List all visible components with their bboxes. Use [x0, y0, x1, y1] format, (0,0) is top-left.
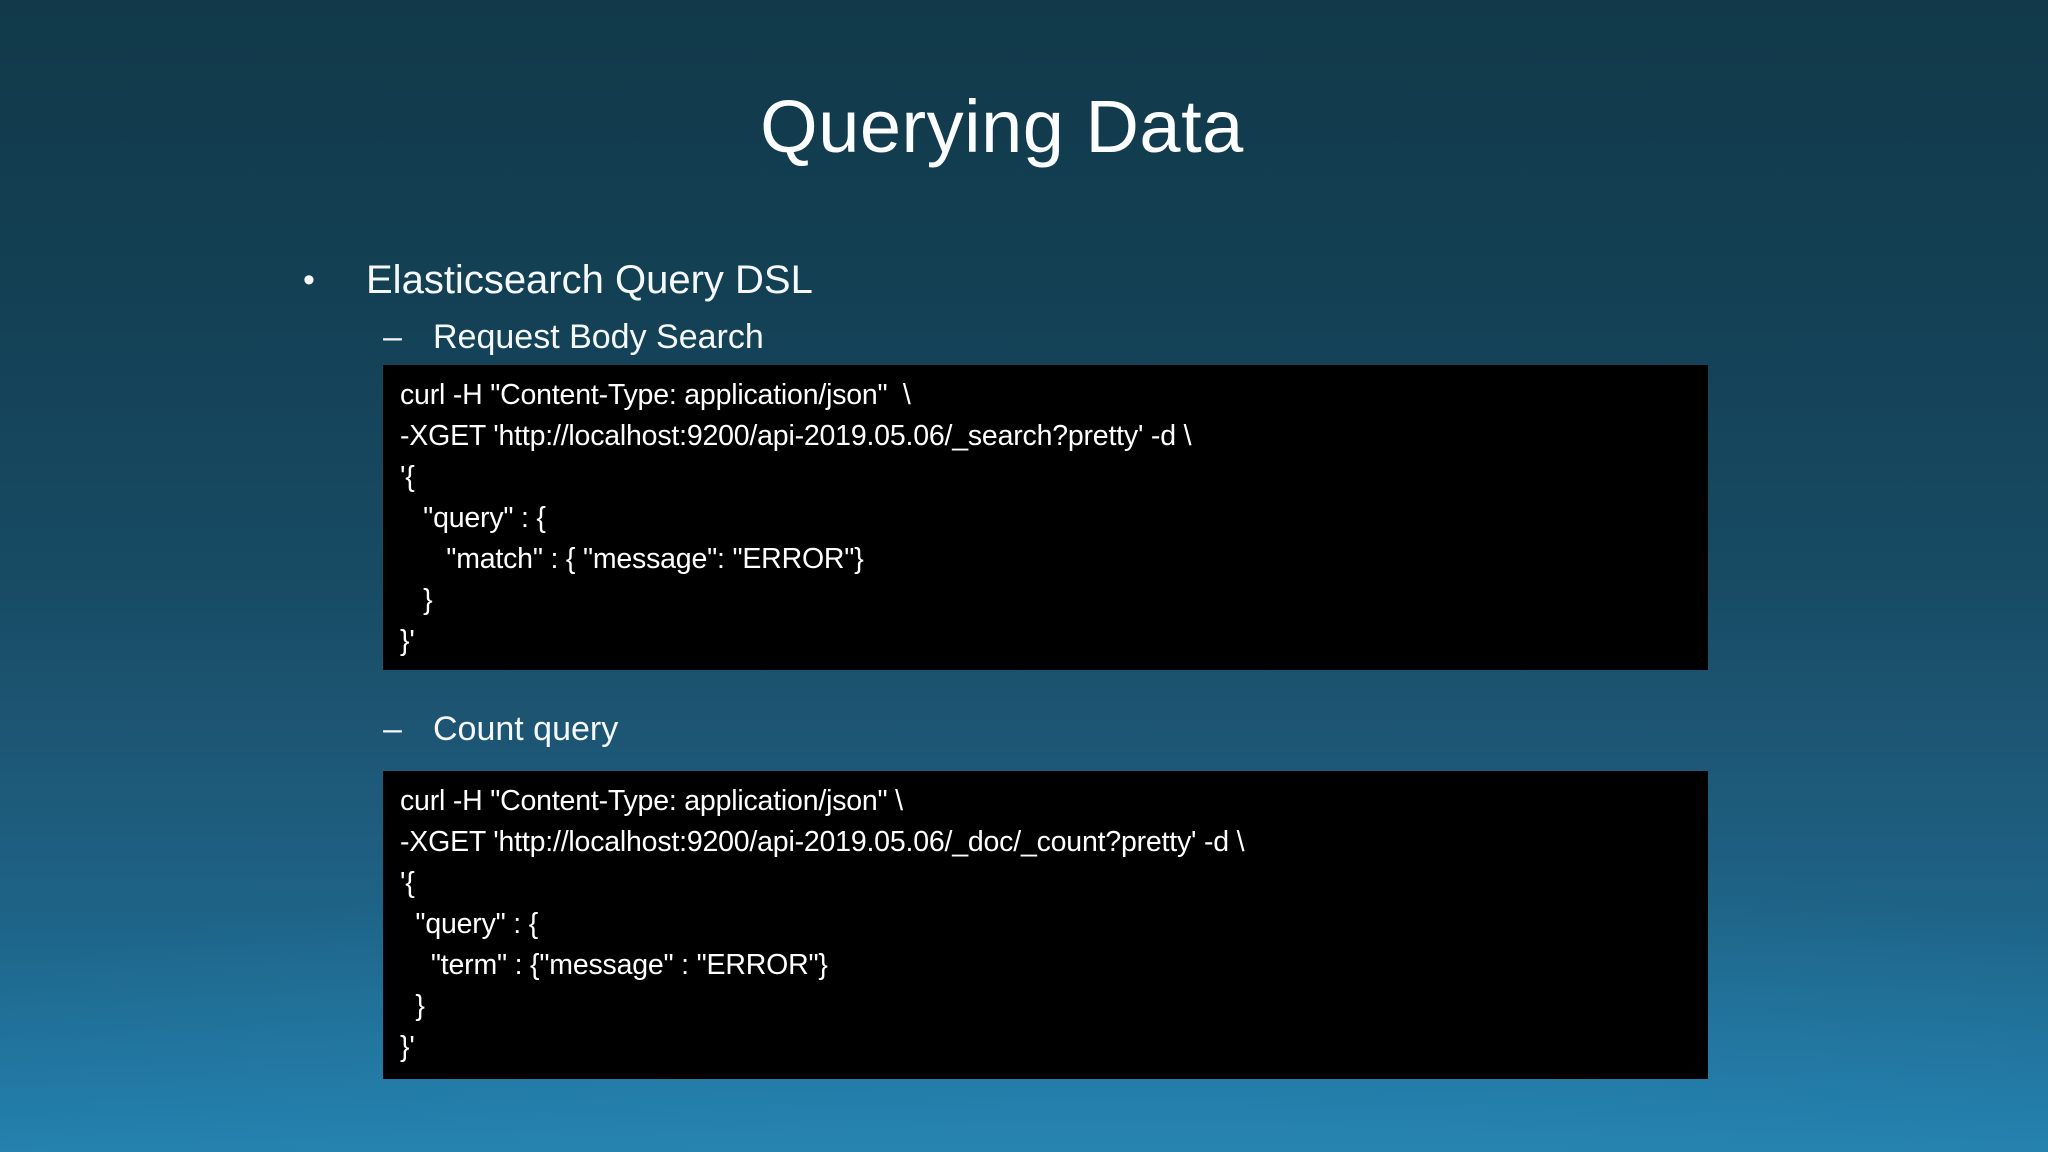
bullet-marker-icon: •: [303, 261, 315, 299]
dash-marker-icon: –: [383, 318, 402, 356]
code-block-request-body-search: curl -H "Content-Type: application/json"…: [383, 365, 1708, 670]
code-block-count-query: curl -H "Content-Type: application/json"…: [383, 771, 1708, 1079]
bullet-elasticsearch-query-dsl: • Elasticsearch Query DSL: [303, 256, 813, 304]
sub-bullet-label: Count query: [433, 710, 619, 748]
bullet-text: Elasticsearch Query DSL: [366, 258, 813, 302]
sub-bullet-count-query: – Count query: [383, 708, 618, 750]
sub-bullet-label: Request Body Search: [433, 318, 764, 356]
sub-bullet-request-body-search: – Request Body Search: [383, 316, 764, 358]
slide-title: Querying Data: [760, 85, 1244, 168]
dash-marker-icon: –: [383, 710, 402, 748]
